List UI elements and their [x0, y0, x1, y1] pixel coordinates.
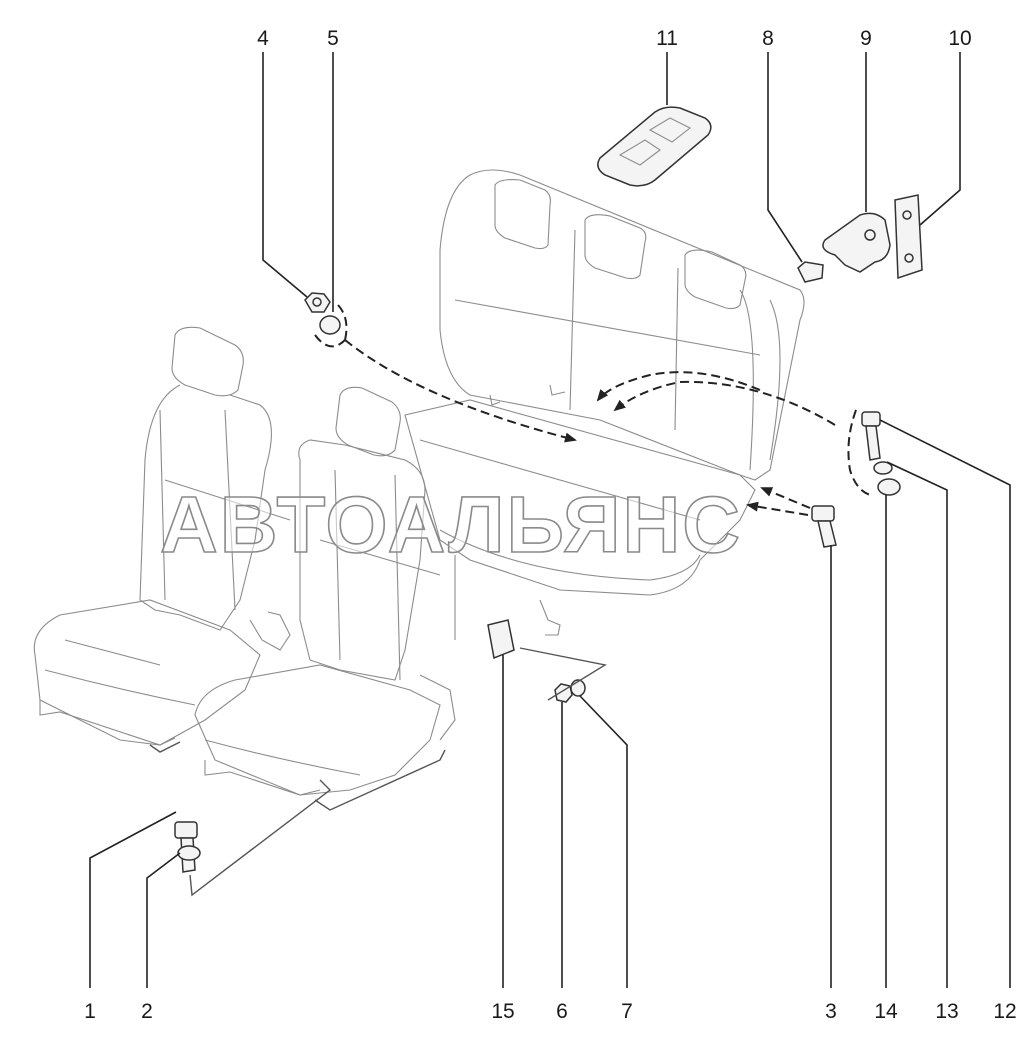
part-clip-15 — [487, 619, 515, 660]
front-seat-left — [33, 326, 291, 753]
callout-5: 5 — [327, 27, 339, 50]
part-bolt-8 — [797, 261, 824, 283]
part-washer-14 — [877, 478, 901, 496]
callout-15: 15 — [491, 1000, 514, 1023]
guide-lines — [189, 647, 607, 897]
part-switch-panel — [597, 106, 712, 187]
callout-2: 2 — [141, 1000, 153, 1023]
rear-seat-bench — [404, 169, 805, 640]
callout-9: 9 — [860, 27, 872, 50]
callout-6: 6 — [556, 1000, 568, 1023]
callout-7: 7 — [621, 1000, 633, 1023]
part-washer-2 — [177, 845, 201, 861]
callout-8: 8 — [762, 27, 774, 50]
part-washer-13 — [873, 461, 893, 475]
callout-14: 14 — [874, 1000, 898, 1023]
part-plate — [894, 194, 923, 280]
assembly-arrows — [314, 304, 871, 516]
part-bolt-12 — [861, 411, 881, 461]
watermark-text: АВТОАЛЬЯНС — [160, 480, 742, 569]
callout-11: 11 — [656, 27, 678, 50]
callout-labels: 4 5 11 8 9 10 1 2 15 6 7 3 14 13 12 — [84, 27, 1017, 1023]
callout-12: 12 — [993, 1000, 1016, 1023]
callout-3: 3 — [825, 1000, 837, 1023]
part-nut-4 — [304, 292, 331, 313]
part-bolt-3 — [811, 505, 837, 548]
part-hinge-bracket — [822, 212, 891, 273]
callout-1: 1 — [84, 1000, 96, 1023]
callout-4: 4 — [257, 27, 269, 50]
part-washer-5 — [319, 315, 341, 335]
leader-lines — [89, 52, 1011, 988]
front-seat-right — [194, 386, 456, 811]
callout-13: 13 — [935, 1000, 958, 1023]
callout-10: 10 — [948, 27, 971, 50]
